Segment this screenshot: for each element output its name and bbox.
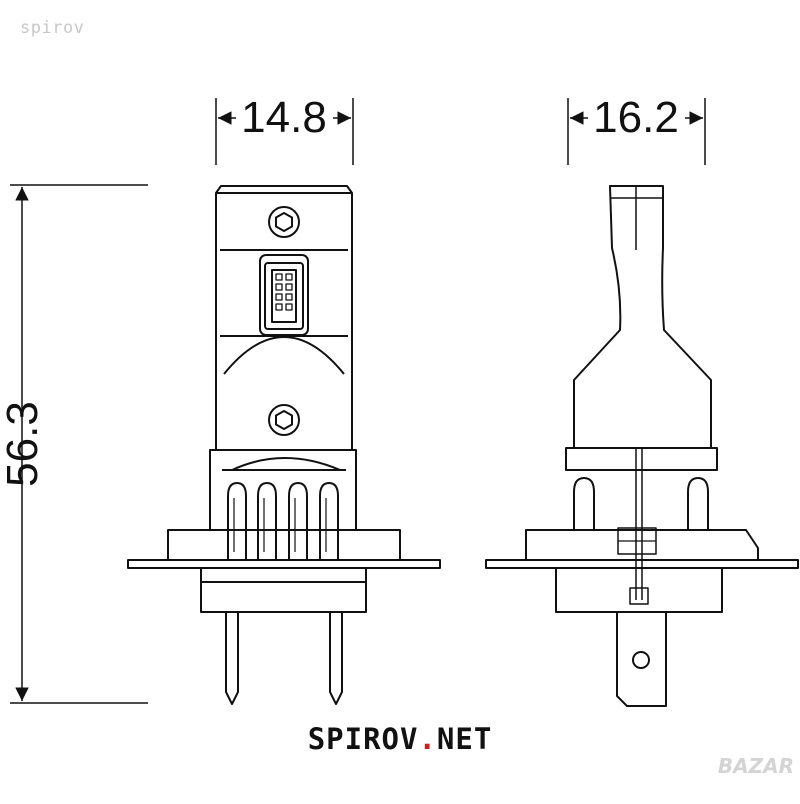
front-view xyxy=(127,185,441,705)
side-view xyxy=(485,185,799,707)
side-flange xyxy=(485,559,799,569)
brand-name: SPIROV xyxy=(307,722,419,756)
side-fin-left xyxy=(573,477,595,530)
bottom-screw xyxy=(268,404,300,436)
side-base xyxy=(555,568,723,613)
side-body xyxy=(573,185,712,449)
brand-tld: NET xyxy=(436,722,493,756)
height-label: 56.3 xyxy=(0,401,47,487)
front-collar xyxy=(209,449,357,531)
front-width-label: 14.8 xyxy=(241,93,327,142)
front-width-dimension xyxy=(215,98,354,165)
led-chip-frame xyxy=(259,254,309,336)
height-dimension xyxy=(10,184,148,704)
heatsink-fins xyxy=(227,482,339,560)
side-terminal xyxy=(616,612,667,707)
watermark-top-left: spirov xyxy=(20,18,85,38)
side-width-label: 16.2 xyxy=(593,93,679,142)
brand-label: SPIROV.NET xyxy=(0,722,800,756)
side-terminal-hole xyxy=(632,651,650,669)
brand-dot: . xyxy=(418,722,437,756)
front-flange-step xyxy=(167,529,401,561)
side-base-latch xyxy=(629,587,649,605)
front-reflector-arc xyxy=(223,336,345,375)
side-collar xyxy=(565,447,718,471)
side-fin-right xyxy=(687,477,709,530)
side-flange-step xyxy=(525,529,759,561)
front-pin-right xyxy=(329,612,343,705)
top-screw xyxy=(268,206,300,238)
front-flange xyxy=(127,559,441,569)
front-pin-left xyxy=(225,612,239,705)
front-base xyxy=(200,568,367,613)
side-width-dimension xyxy=(567,98,706,165)
watermark-bottom-right: BAZAR xyxy=(717,754,794,778)
